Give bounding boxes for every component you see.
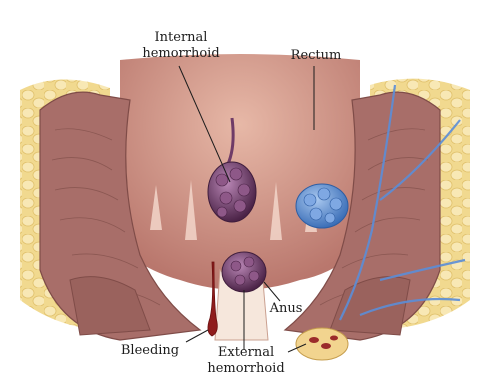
varicose-vein-cluster [296, 184, 348, 228]
label-external-hemorrhoid-line-1: External [198, 345, 294, 361]
label-internal-hemorrhoid-line-1: Internal [131, 30, 231, 46]
external-hemorrhoid-mass [222, 252, 266, 292]
label-anus-text: Anus [270, 301, 303, 316]
label-internal-hemorrhoid: Internal hemorrhoid [131, 30, 231, 62]
label-internal-hemorrhoid-line-2: hemorrhoid [131, 46, 231, 62]
label-external-hemorrhoid: External hemorrhoid [198, 345, 294, 377]
perianal-skin-lump [296, 328, 348, 360]
label-bleeding-text: Bleeding [121, 343, 179, 358]
label-external-hemorrhoid-line-2: hemorrhoid [198, 361, 294, 377]
label-bleeding: Bleeding [112, 343, 188, 359]
label-rectum: Rectum [284, 48, 348, 64]
label-anus: Anus [264, 301, 308, 317]
label-rectum-text: Rectum [291, 48, 342, 63]
